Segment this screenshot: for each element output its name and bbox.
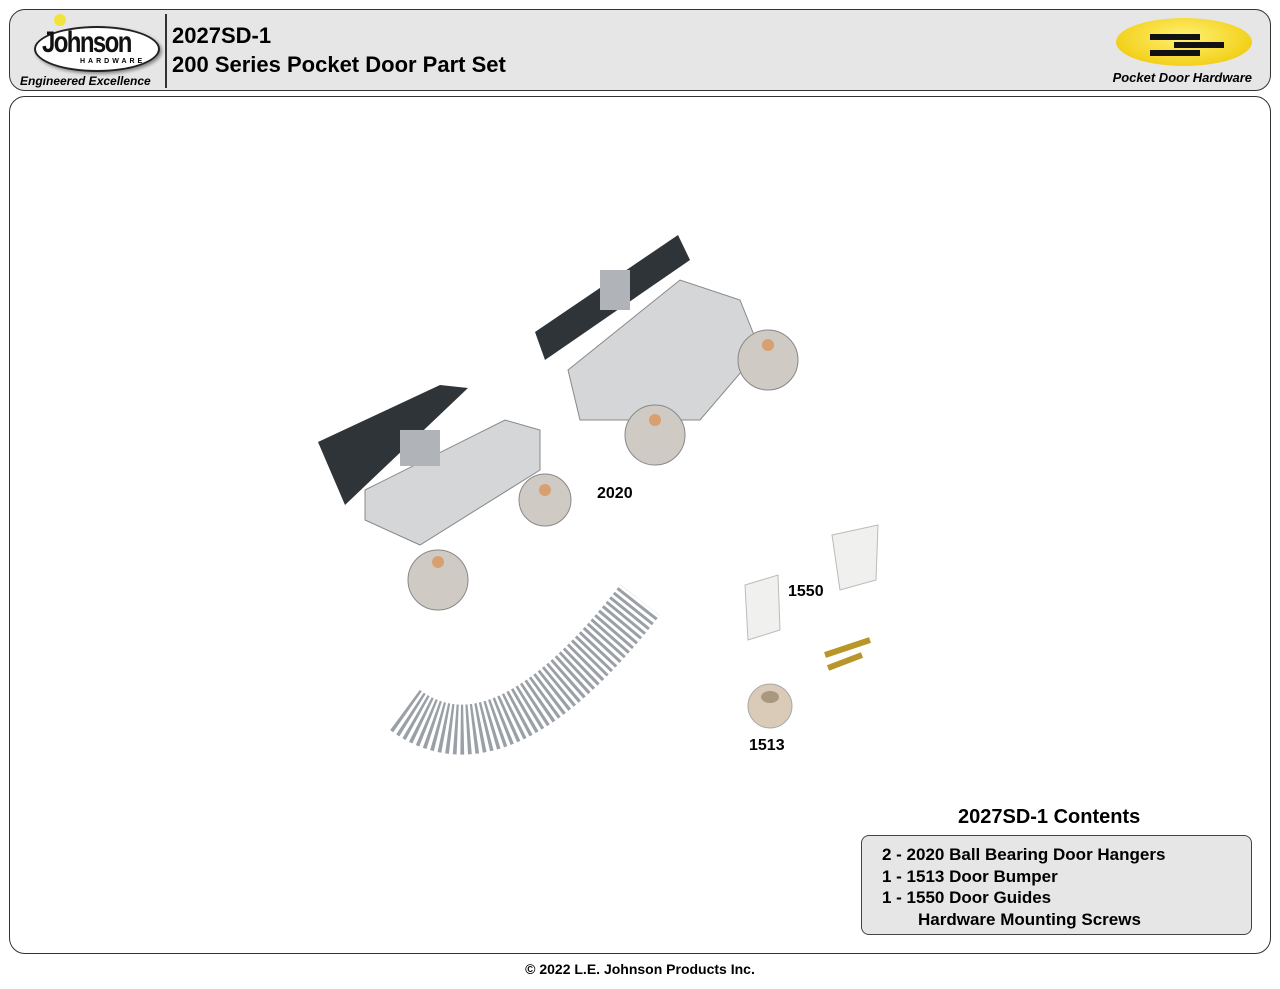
screws-image	[390, 584, 660, 755]
divider	[165, 14, 167, 88]
contents-item: Hardware Mounting Screws	[918, 909, 1141, 929]
product-panel	[9, 96, 1271, 954]
door-bumper-image	[747, 683, 793, 729]
tagline: Engineered Excellence	[20, 74, 151, 88]
contents-item: 1 - 1550 Door Guides	[882, 888, 1052, 907]
door-guides-image	[744, 524, 879, 641]
brand-label: Pocket Door Hardware	[1112, 70, 1252, 85]
johnson-logo: Johnson HARDWARE Engineered Excellence	[18, 12, 166, 88]
pocket-door-logo: Pocket Door Hardware	[1102, 16, 1252, 90]
header: Johnson HARDWARE Engineered Excellence 2…	[9, 9, 1271, 91]
small-screws-image	[824, 637, 871, 671]
page-title: 200 Series Pocket Door Part Set	[172, 52, 506, 77]
hanger-right-image	[535, 235, 799, 466]
part-label-1513: 1513	[749, 737, 785, 754]
hanger-left-image	[318, 385, 572, 611]
model-number: 2027SD-1	[172, 23, 272, 48]
part-label-2020: 2020	[597, 485, 633, 502]
contents-item: 1 - 1513 Door Bumper	[882, 866, 1058, 886]
contents-item: 2 - 2020 Ball Bearing Door Hangers	[882, 845, 1166, 864]
part-label-1550: 1550	[788, 583, 824, 600]
contents-list: 2 - 2020 Ball Bearing Door Hangers 1 - 1…	[861, 835, 1252, 935]
contents-title: 2027SD-1 Contents	[958, 806, 1141, 828]
copyright-footer: © 2022 L.E. Johnson Products Inc.	[525, 961, 755, 977]
